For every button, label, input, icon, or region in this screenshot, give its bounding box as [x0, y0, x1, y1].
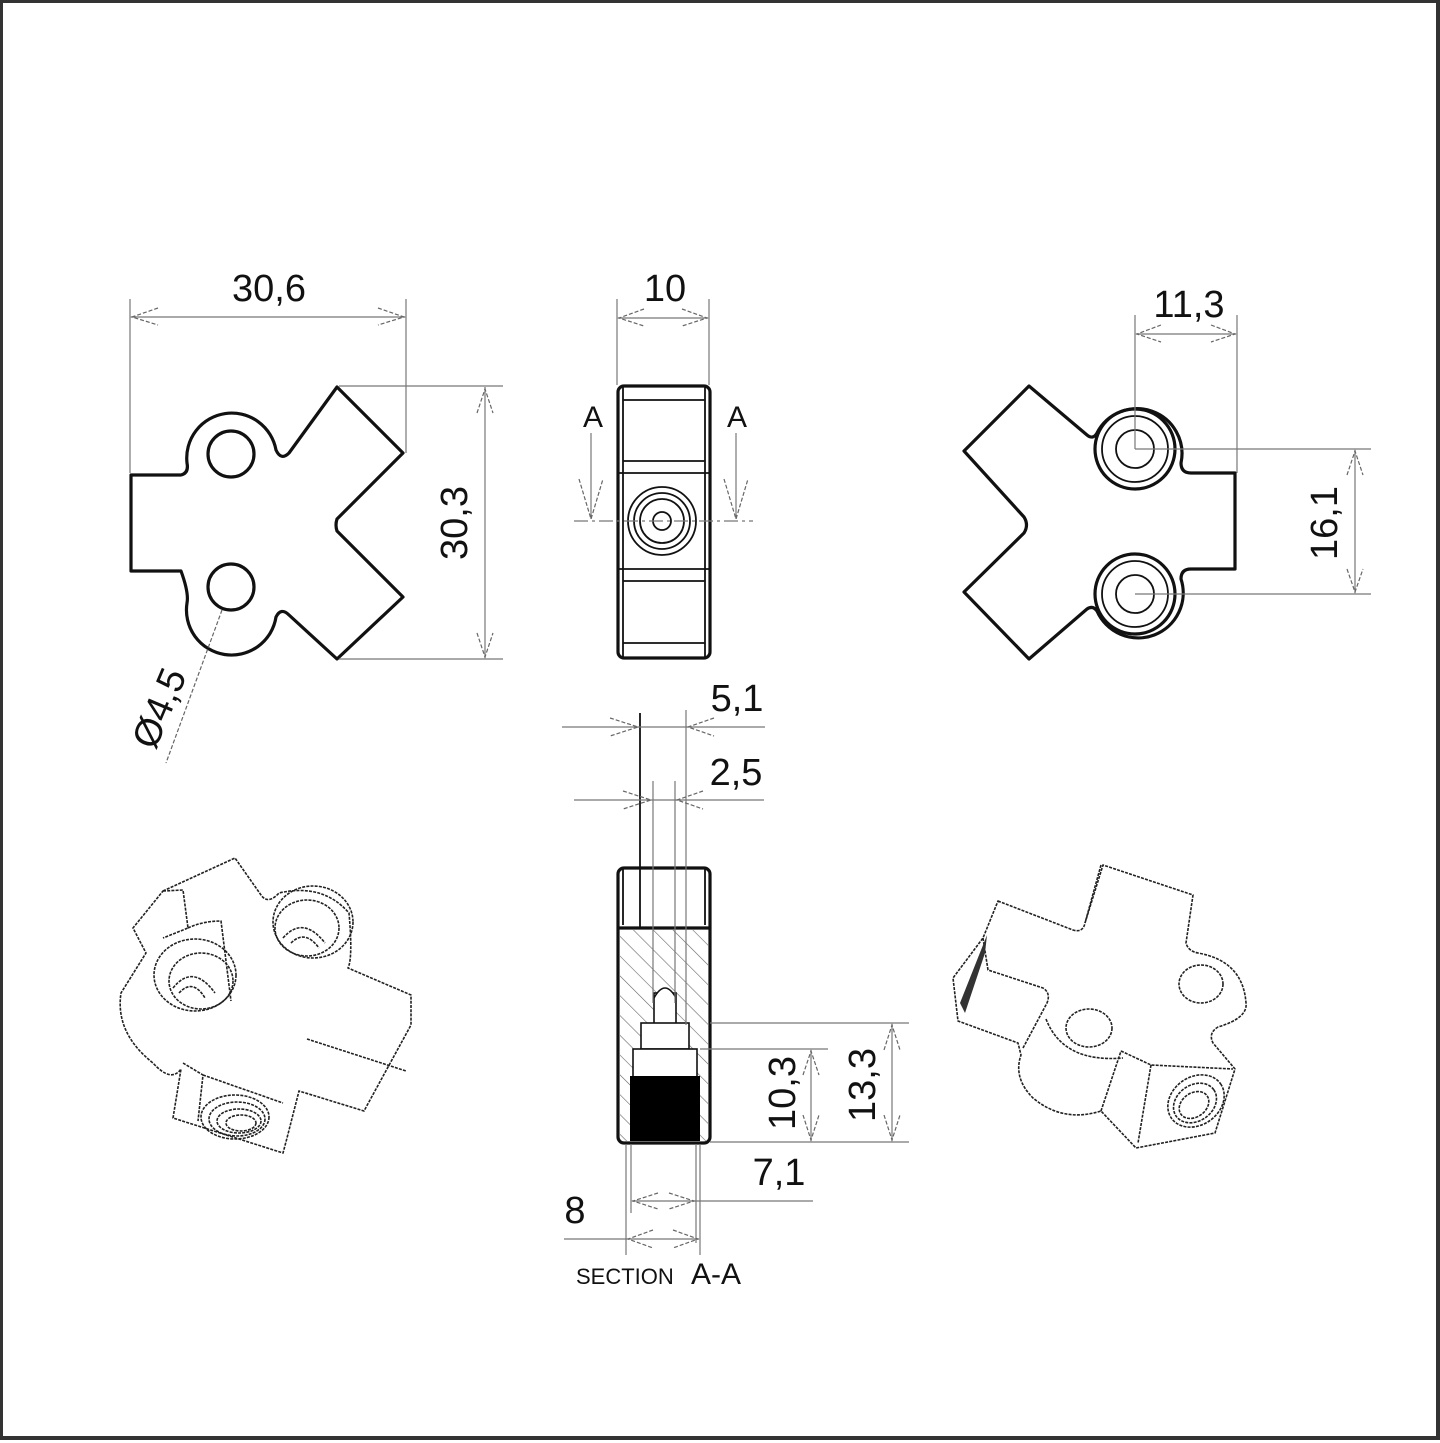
thread-section [630, 1076, 700, 1141]
rear-view: 11,3 16,1 [962, 284, 1371, 661]
rear-view-outline [962, 384, 1237, 661]
section-mark-right: A [727, 401, 747, 434]
front-view: 30,6 30,3 Ø4,5 [125, 268, 503, 764]
technical-drawing: 30,6 30,3 Ø4,5 A A [119, 268, 1371, 1291]
thread-shading [960, 935, 987, 1013]
dim-section-top-inner: 2,5 [710, 752, 763, 794]
section-view: 5,1 2,5 13,3 10,3 7,1 8 SECTION [562, 678, 909, 1291]
dim-thread-diameter: 7,1 [753, 1152, 806, 1194]
section-mark-left: A [583, 401, 603, 434]
dim-section-top-outer: 5,1 [711, 678, 764, 720]
isometric-view-left [119, 857, 412, 1154]
mounting-hole-bottom [206, 562, 256, 612]
isometric-view-right [952, 864, 1247, 1149]
dim-width-side: 10 [644, 268, 686, 310]
section-outline [616, 866, 712, 1145]
dim-bore-diameter: 8 [564, 1190, 585, 1232]
dim-hole-offset: 11,3 [1153, 284, 1224, 326]
front-view-outline [129, 385, 405, 661]
side-view: A A 10 [574, 268, 753, 660]
dim-depth-inner: 10,3 [762, 1056, 804, 1130]
dim-depth-outer: 13,3 [842, 1048, 884, 1122]
dim-hole-diameter: Ø4,5 [125, 662, 196, 754]
dim-hole-spacing: 16,1 [1304, 486, 1346, 560]
side-view-outline [616, 384, 712, 660]
mounting-hole-top [206, 429, 256, 479]
dim-width-front: 30,6 [232, 268, 306, 310]
section-caption-prefix: SECTION [576, 1264, 674, 1289]
dim-height-front: 30,3 [434, 486, 476, 560]
section-caption-id: A-A [691, 1258, 741, 1291]
